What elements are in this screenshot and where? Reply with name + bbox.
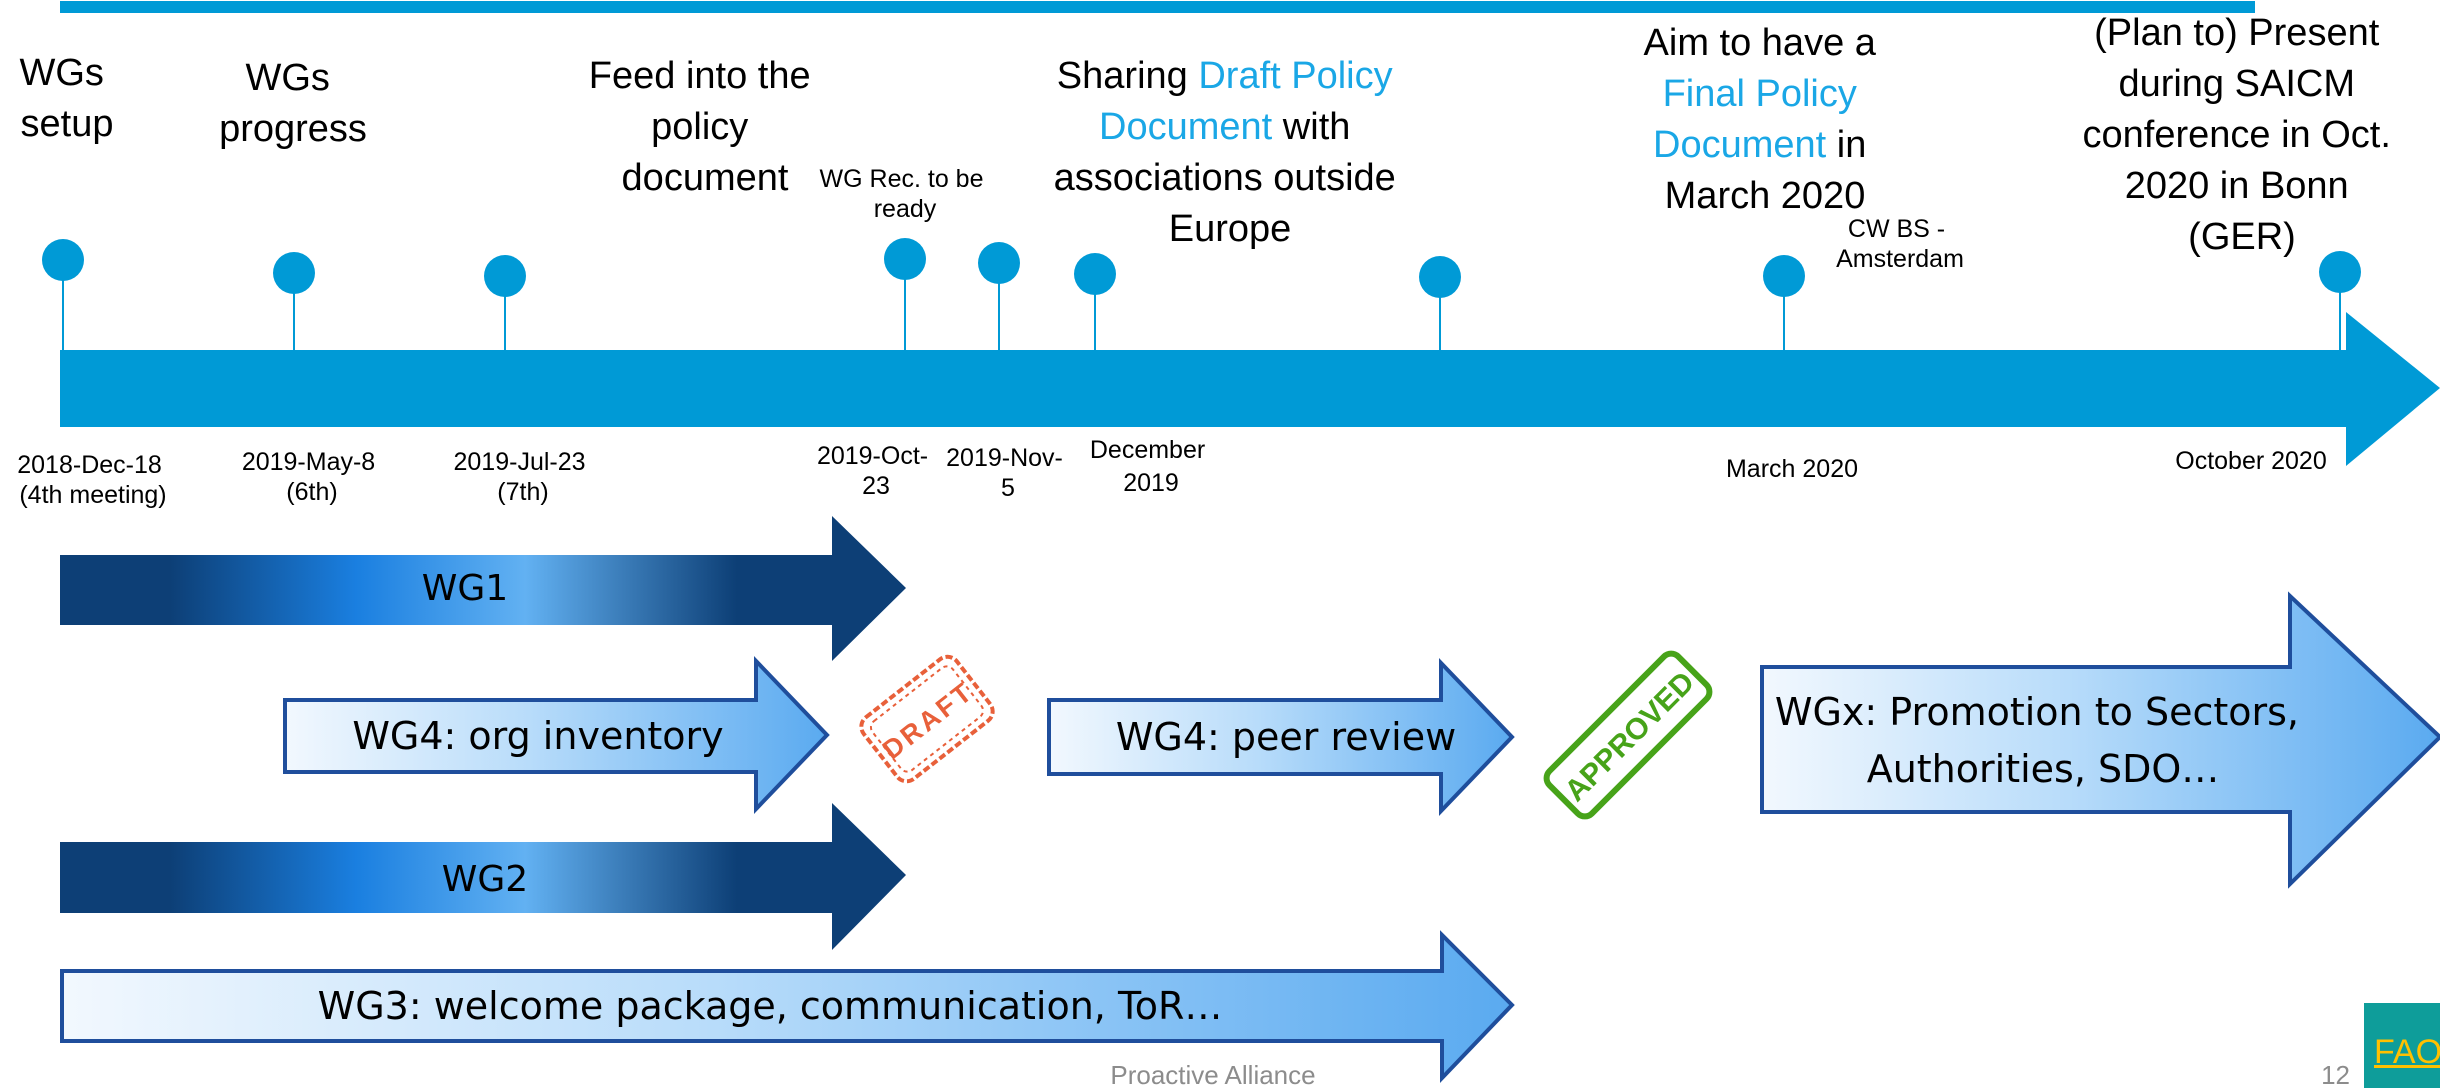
milestone-date: 2018-Dec-18 (4th meeting) [17, 451, 168, 509]
milestone-pin [273, 252, 315, 350]
milestone-note: CW BS - Amsterdam [1836, 215, 1964, 273]
milestone-date: March 2020 [1726, 455, 1858, 483]
heading-sharing: Sharing Draft Policy Document with assoc… [1054, 55, 1407, 250]
footer-text: Proactive Alliance [1110, 1060, 1316, 1090]
svg-text:WG2: WG2 [442, 859, 528, 900]
svg-text:WG1: WG1 [422, 568, 508, 609]
heading-final-policy: Aim to have a Final Policy Document in M… [1644, 22, 1887, 217]
milestone-pin [2319, 251, 2361, 350]
wg4-inventory-arrow: WG4: org inventory [283, 656, 830, 814]
milestone-date: 2019-Nov- 5 [946, 444, 1070, 502]
svg-text:WG4: peer review: WG4: peer review [1116, 715, 1456, 759]
wg3-arrow: WG3: welcome package, communication, ToR… [60, 930, 1515, 1083]
svg-text:WG4: org inventory: WG4: org inventory [352, 714, 723, 758]
milestone-date: December 2019 [1090, 436, 1212, 497]
milestone-date: 2019-Jul-23 (7th) [454, 448, 593, 506]
wg1-arrow: WG1 [60, 516, 906, 661]
timeline-arrow [60, 312, 2440, 466]
milestone-pin [42, 239, 84, 350]
wgx-arrow: WGx: Promotion to Sectors, Authorities, … [1760, 591, 2440, 889]
milestone-date: October 2020 [2175, 447, 2327, 475]
milestone-pin [1763, 255, 1805, 350]
draft-stamp: DRAFT [859, 654, 995, 784]
wg2-arrow: WG2 [60, 803, 906, 950]
heading-wgs-progress: WGs progress [219, 57, 367, 150]
top-rule [60, 1, 2255, 13]
fao-logo[interactable]: FAO [2364, 1003, 2440, 1088]
page-number: 12 [2321, 1060, 2350, 1090]
heading-present: (Plan to) Present during SAICM conferenc… [2083, 12, 2402, 258]
svg-text:DRAFT: DRAFT [877, 676, 979, 765]
milestone-pin [1419, 256, 1461, 350]
svg-text:WGx: Promotion to Sectors,: WGx: Promotion to Sectors, Authorities, … [1775, 690, 2311, 791]
heading-wgs-setup: WGs setup [20, 52, 115, 145]
heading-feed-policy: Feed into the policy document [589, 55, 821, 199]
milestone-note: WG Rec. to be ready [820, 165, 991, 223]
milestone-pin [484, 255, 526, 350]
milestone-pin [1074, 253, 1116, 350]
milestone-pin [978, 242, 1020, 350]
wg4-review-arrow: WG4: peer review [1047, 658, 1515, 816]
milestone-date: 2019-May-8 (6th) [242, 448, 382, 506]
fao-logo-text[interactable]: FAO [2374, 1033, 2440, 1071]
approved-stamp: APPROVED [1543, 650, 1713, 820]
svg-text:WG3: welcome package, communic: WG3: welcome package, communication, ToR… [318, 984, 1223, 1028]
milestone-date: 2019-Oct- 23 [817, 442, 935, 500]
milestone-pin [884, 238, 926, 350]
